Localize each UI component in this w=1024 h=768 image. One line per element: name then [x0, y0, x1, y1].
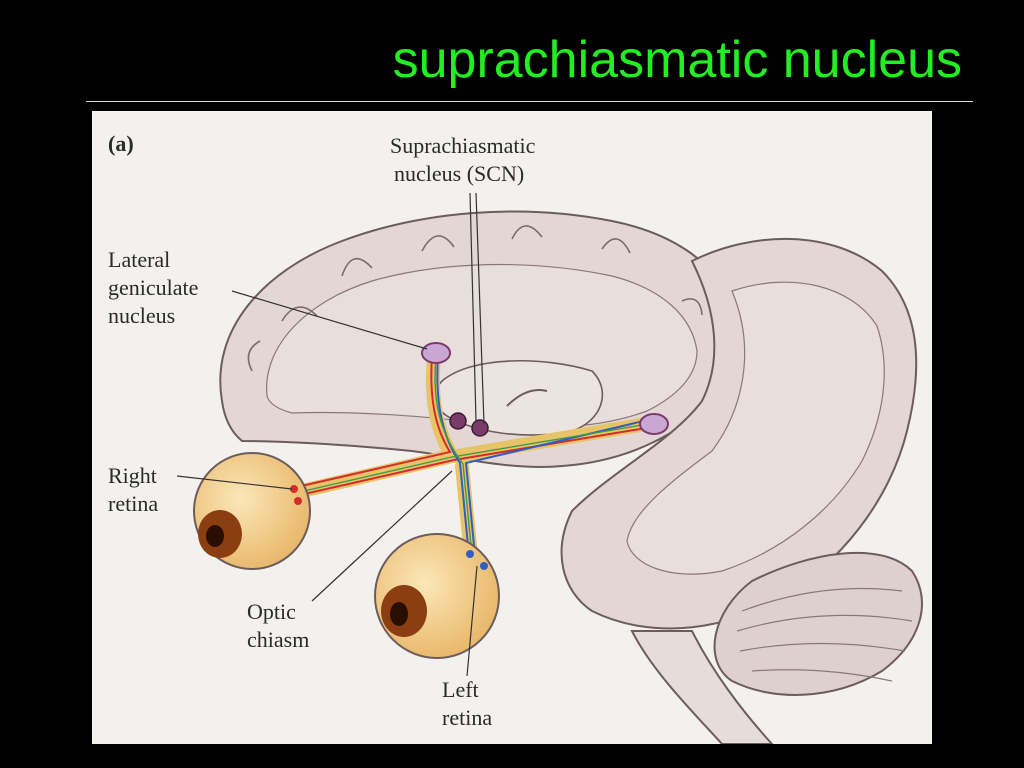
label-lgn-line3: nucleus — [108, 303, 175, 328]
scn-diagram-figure: (a) Suprachiasmatic nucleus (SCN) Latera… — [92, 111, 932, 744]
label-scn-line1: Suprachiasmatic — [390, 133, 536, 158]
left-retina-dot-2 — [480, 562, 488, 570]
leader-optic-chiasm — [311, 470, 453, 602]
label-right-retina-line2: retina — [108, 491, 158, 516]
scn-right — [471, 419, 489, 437]
brainstem — [630, 630, 774, 744]
label-optic-chiasm-line2: chiasm — [247, 627, 309, 652]
left-pupil — [390, 602, 408, 626]
right-retina-dot-1 — [290, 485, 298, 493]
leader-right-retina — [176, 475, 293, 490]
leader-lgn — [231, 290, 428, 350]
label-lgn-line1: Lateral — [108, 247, 170, 272]
panel-label: (a) — [108, 131, 134, 156]
fiber-red-1 — [296, 355, 452, 488]
left-retina-dot-1 — [466, 550, 474, 558]
brain-right-inner — [626, 281, 885, 575]
fiber-red-2 — [299, 426, 653, 496]
brain-gyri — [247, 225, 703, 372]
leader-scn-2 — [475, 192, 485, 425]
lgn-left — [421, 342, 451, 364]
label-left-retina-line2: retina — [442, 705, 492, 730]
title-divider — [86, 101, 973, 102]
fiber-green-2 — [434, 355, 474, 567]
label-optic-chiasm-line1: Optic — [247, 599, 296, 624]
slide-title: suprachiasmatic nucleus — [392, 31, 962, 89]
cerebellum-folia — [736, 587, 913, 682]
scn-left — [449, 412, 467, 430]
scn-diagram: (a) Suprachiasmatic nucleus (SCN) Latera… — [92, 111, 932, 744]
ventricle — [506, 389, 548, 407]
label-lgn-line2: geniculate — [108, 275, 198, 300]
fiber-blue-2 — [436, 355, 471, 567]
leader-scn — [469, 192, 477, 422]
lgn-right — [639, 413, 669, 435]
right-retina-dot-2 — [294, 497, 302, 505]
label-scn-line2: nucleus (SCN) — [394, 161, 524, 186]
leader-left-retina — [466, 565, 478, 677]
label-left-retina-line1: Left — [442, 677, 479, 702]
fiber-green-1 — [303, 422, 655, 492]
label-right-retina-line1: Right — [108, 463, 157, 488]
right-pupil — [206, 525, 224, 547]
